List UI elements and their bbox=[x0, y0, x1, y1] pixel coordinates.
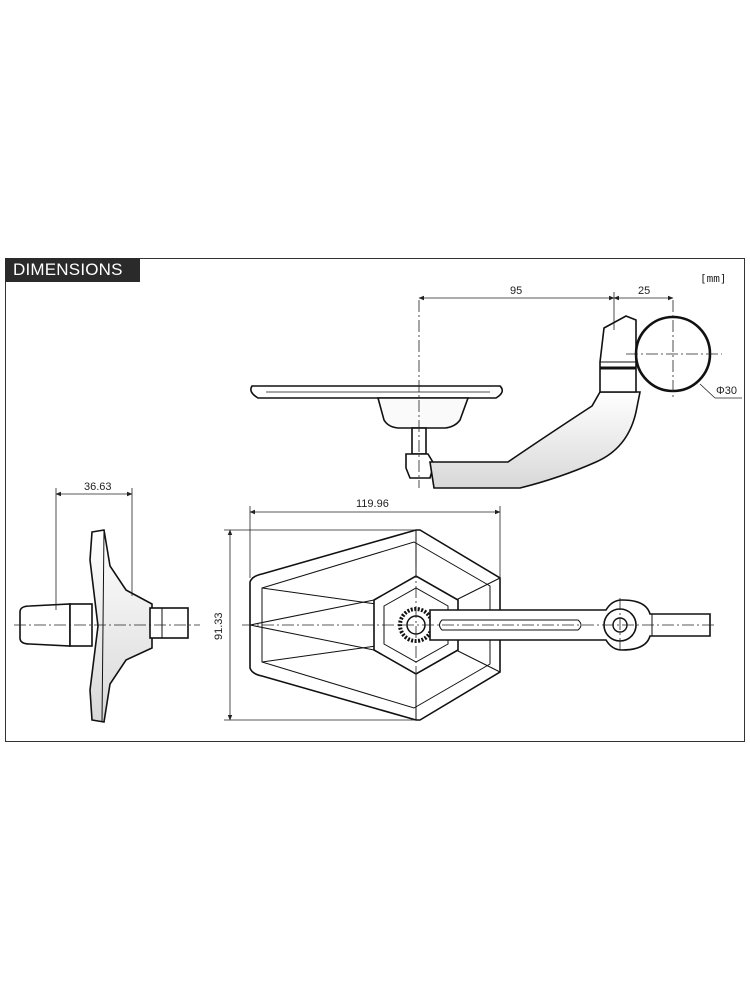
front-view bbox=[249, 529, 711, 721]
dim-height: 91.33 bbox=[213, 612, 225, 640]
ball-joint bbox=[405, 453, 435, 479]
unit-label: [mm] bbox=[700, 272, 727, 285]
dim-depth: 36.63 bbox=[84, 481, 112, 493]
dim-arm-length: 95 bbox=[510, 285, 522, 297]
end-view bbox=[19, 529, 189, 723]
dim-clamp-diameter: Φ30 bbox=[716, 385, 737, 397]
dim-clamp-offset: 25 bbox=[638, 285, 650, 297]
drawing-frame bbox=[5, 258, 745, 742]
section-title: DIMENSIONS bbox=[5, 258, 140, 282]
side-view bbox=[250, 315, 712, 489]
arm-side bbox=[429, 391, 641, 489]
mirror-end-profile bbox=[89, 529, 153, 723]
mirror-boss bbox=[376, 397, 470, 429]
dim-width: 119.96 bbox=[356, 498, 389, 510]
pivot-end bbox=[149, 607, 189, 639]
